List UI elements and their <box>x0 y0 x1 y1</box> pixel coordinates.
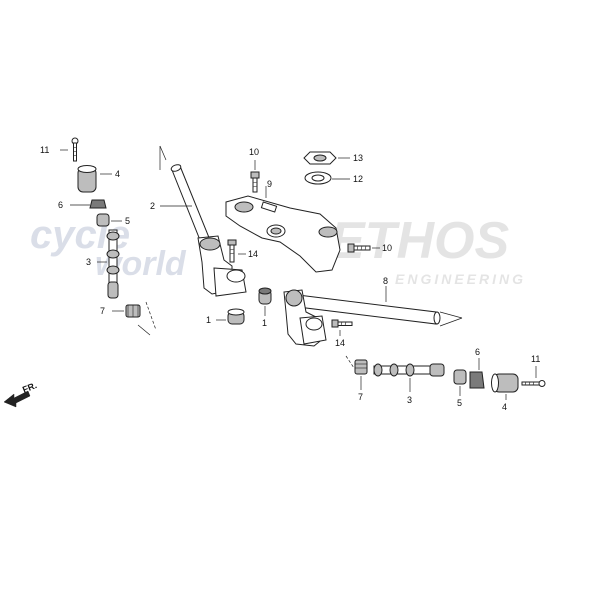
label-1-b: 1 <box>262 318 267 328</box>
bar-end-weight-4-left: 4 <box>77 165 120 193</box>
rod-3-left: 3 <box>86 229 120 299</box>
watermark: cycle world ETHOS ENGINEERING <box>30 212 526 287</box>
front-arrow-icon <box>3 390 31 408</box>
bolt-11-left: 11 <box>40 137 79 162</box>
rubber-6-left: 6 <box>58 199 107 210</box>
label-14-upper: 14 <box>248 249 258 259</box>
label-7-right: 7 <box>358 392 363 402</box>
top-bridge-9: 9 <box>225 179 341 273</box>
label-1-a: 1 <box>206 315 211 325</box>
front-label: FR. <box>21 380 38 395</box>
watermark-ethos: ETHOS <box>330 212 509 270</box>
washer-12: 12 <box>304 171 363 185</box>
label-13: 13 <box>353 153 363 163</box>
label-8: 8 <box>383 276 388 286</box>
rubber-6-right: 6 <box>469 347 485 389</box>
cap-1-b: 1 <box>258 287 272 328</box>
label-11-left: 11 <box>40 145 49 155</box>
label-4-left: 4 <box>115 169 120 179</box>
cap-1-a: 1 <box>206 308 245 325</box>
bolt-14-upper: 14 <box>227 239 258 263</box>
label-12: 12 <box>353 174 363 184</box>
handlebar-8: 8 <box>283 276 463 347</box>
label-6-right: 6 <box>475 347 480 357</box>
bolt-14-lower: 14 <box>331 319 353 348</box>
label-11-right: 11 <box>531 354 540 364</box>
rod-3-right: 3 <box>373 363 445 405</box>
handlebar-2: 2 <box>150 145 247 297</box>
label-5-right: 5 <box>457 398 462 408</box>
bolt-10-upper: 10 <box>249 147 260 193</box>
nut-13: 13 <box>303 151 363 165</box>
collar-5-left: 5 <box>96 213 130 227</box>
left-assembly: 11 4 6 5 3 <box>40 137 157 336</box>
bolt-11-right: 11 <box>521 354 546 387</box>
label-2: 2 <box>150 201 155 211</box>
nut-7-right: 7 <box>354 359 368 402</box>
label-5-left: 5 <box>125 216 130 226</box>
label-4-right: 4 <box>502 402 507 412</box>
label-10-upper: 10 <box>249 147 259 157</box>
label-6-left: 6 <box>58 200 63 210</box>
bar-end-weight-4-right: 4 <box>491 373 519 412</box>
watermark-ethos-script: ENGINEERING <box>395 271 526 287</box>
nut-7-left: 7 <box>100 304 141 318</box>
label-3-left: 3 <box>86 257 91 267</box>
label-3-right: 3 <box>407 395 412 405</box>
label-7-left: 7 <box>100 306 105 316</box>
front-direction-indicator: FR. <box>3 380 38 408</box>
label-14-lower: 14 <box>335 338 345 348</box>
label-10-right: 10 <box>382 243 392 253</box>
right-assembly: 7 3 5 6 4 <box>345 347 546 412</box>
collar-5-right: 5 <box>453 369 467 408</box>
bolt-10-right: 10 <box>347 243 392 253</box>
label-9: 9 <box>267 179 272 189</box>
